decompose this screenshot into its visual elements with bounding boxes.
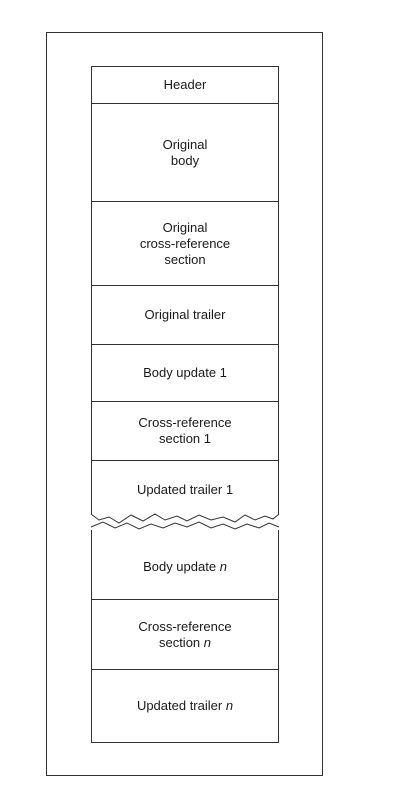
block-updated-trailer-n-text: Updated trailer: [136, 698, 226, 713]
block-updated-trailer-1-label: Updated trailer 1: [136, 481, 234, 497]
block-body-update-1: Body update 1: [91, 345, 279, 402]
block-updated-trailer-n-var: n: [225, 698, 234, 713]
block-body-update-n-text: Body update: [143, 558, 220, 574]
block-original-xref-label: Original cross-reference section: [139, 219, 231, 267]
block-body-update-n-label: Body update n: [143, 559, 227, 575]
block-body-update-n-var: n: [219, 558, 227, 574]
block-updated-trailer-n: Updated trailer n: [91, 670, 279, 743]
break-line-upper: [90, 513, 280, 524]
block-xref-1-label: Cross-reference section 1: [138, 415, 232, 446]
block-body-update-n: Body update n: [91, 530, 279, 600]
block-xref-1: Cross-reference section 1: [91, 402, 279, 461]
block-original-trailer-label: Original trailer: [144, 307, 226, 322]
block-updated-trailer-1: Updated trailer 1: [91, 461, 279, 514]
block-header: Header: [91, 66, 279, 104]
block-original-xref: Original cross-reference section: [91, 202, 279, 286]
file-outline-frame: [46, 32, 323, 776]
block-original-body: Original body: [91, 104, 279, 202]
break-line-lower: [90, 521, 280, 530]
block-xref-n-text: Cross-reference section: [138, 618, 232, 650]
block-original-body-label: Original body: [162, 136, 208, 168]
block-header-label: Header: [163, 77, 207, 92]
block-xref-n: Cross-reference section n: [91, 600, 279, 670]
block-updated-trailer-n-label: Updated trailer n: [137, 698, 233, 714]
block-xref-n-label: Cross-reference section n: [138, 619, 231, 651]
block-xref-n-var: n: [203, 634, 212, 650]
block-body-update-1-label: Body update 1: [143, 365, 227, 380]
block-original-trailer: Original trailer: [91, 286, 279, 345]
omission-break-lines: [90, 513, 280, 530]
